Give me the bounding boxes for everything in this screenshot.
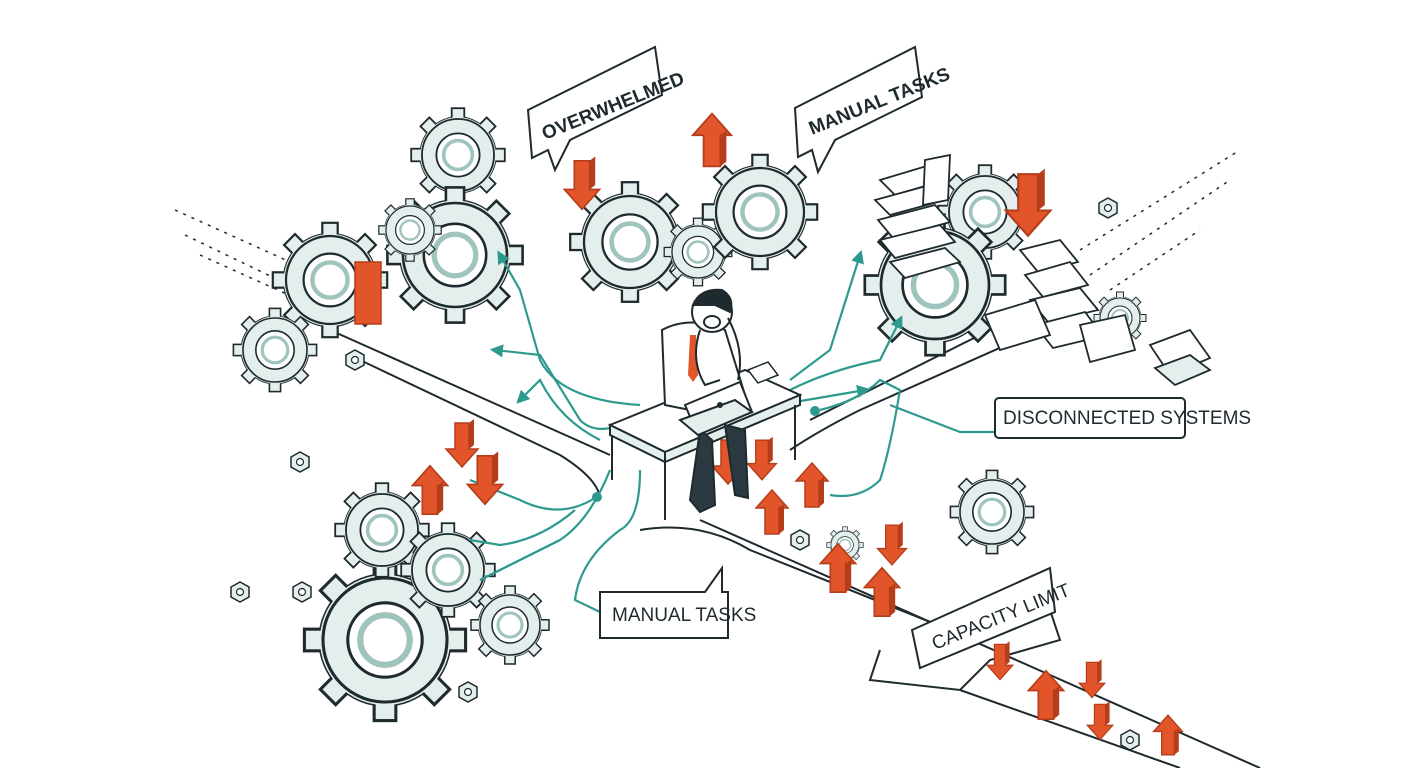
connector-node: [592, 492, 602, 502]
nut-icon: [230, 581, 250, 603]
arrow-up-icon: [1152, 714, 1184, 756]
document-icon: [983, 238, 1212, 387]
connector-node: [810, 406, 820, 416]
gear-icon: [703, 155, 817, 269]
gear-icon: [948, 468, 1036, 556]
orange-arrows: [354, 112, 1184, 756]
arrow-down-icon: [445, 418, 479, 468]
nut-icon: [1098, 197, 1118, 219]
gear-icon: [231, 306, 319, 394]
arrow-down-icon: [466, 450, 504, 506]
nut-icon: [345, 349, 365, 371]
callout-manual-tasks-bottom: MANUAL TASKS: [599, 564, 756, 639]
arrow-up-icon: [795, 462, 829, 508]
callout-overwhelmed: OVERWHELMED: [526, 45, 688, 173]
orange-block: [354, 261, 382, 325]
arrow-up-icon: [863, 566, 901, 618]
document-pile: [873, 153, 1212, 387]
gear-cluster-top-left: [231, 106, 522, 394]
callout-capacity-limit: CAPACITY LIMIT: [910, 566, 1074, 670]
callout-manual-tasks-bottom-text: MANUAL TASKS: [612, 605, 756, 626]
arrow-down-icon: [876, 520, 908, 566]
callout-disconnected-systems: DISCONNECTED SYSTEMS: [994, 397, 1251, 439]
motion-dashes: [174, 149, 1241, 301]
nut-icon: [292, 581, 312, 603]
arrow-up-icon: [411, 464, 449, 516]
nut-icon: [1120, 729, 1140, 751]
arrow-up-icon: [755, 489, 789, 535]
nut-icon: [458, 681, 478, 703]
gear-icon: [469, 584, 551, 666]
callout-disconnected-systems-text: DISCONNECTED SYSTEMS: [1003, 408, 1251, 429]
nut-icon: [790, 529, 810, 551]
gear-cluster-bottom-left: [304, 481, 551, 720]
gear-icon: [377, 197, 443, 263]
arrow-down-icon: [1086, 700, 1114, 741]
gear-cluster-top-center: [570, 155, 817, 302]
callout-manual-tasks-top: MANUAL TASKS: [793, 45, 953, 175]
document-icon: [746, 361, 780, 384]
arrow-down-icon: [746, 435, 778, 481]
arrow-up-icon: [691, 112, 733, 168]
laptop-icon: [678, 380, 755, 437]
arrow-down-icon: [1078, 658, 1106, 699]
document-icon: [873, 153, 962, 280]
nut-icon: [290, 451, 310, 473]
